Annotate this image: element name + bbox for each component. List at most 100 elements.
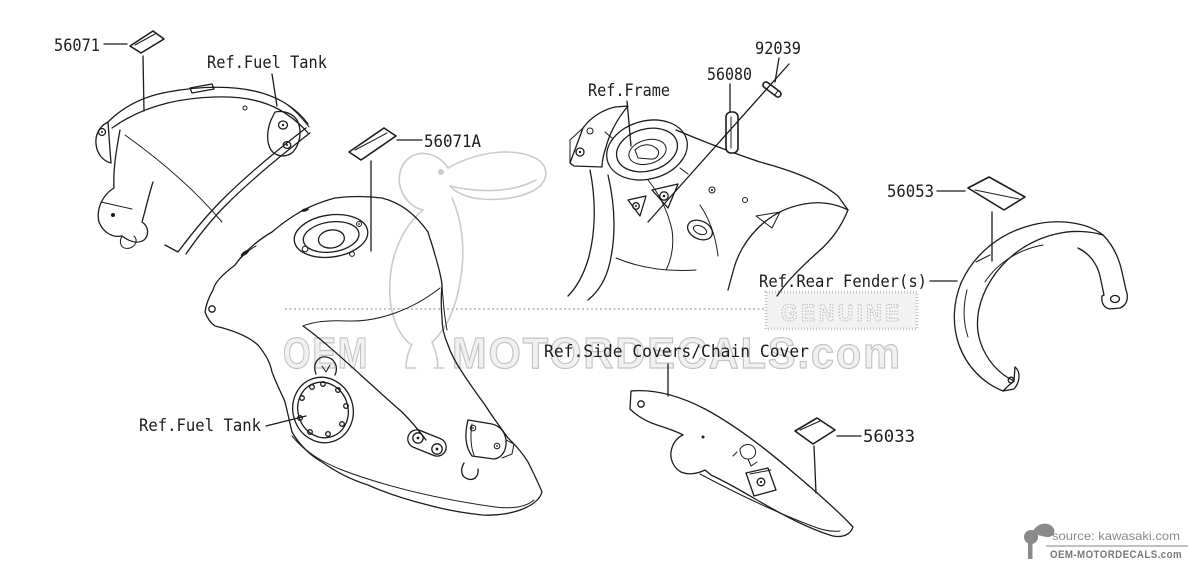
label-part-56053: 56053	[887, 182, 934, 202]
chain-cover-inner-line	[699, 473, 841, 532]
label-part-56033: 56033	[863, 427, 915, 447]
pump-bolt-holes	[297, 381, 349, 437]
tank-channel-bracket	[465, 419, 507, 460]
decal-56033-inner	[799, 420, 821, 431]
cover-leg-toe	[119, 235, 137, 249]
decal-56071a-inner	[354, 132, 388, 151]
fuel-tank-drawing	[204, 195, 543, 516]
source-badge: source: kawasaki.com OEM-MOTORDECALS.com	[1024, 523, 1188, 561]
label-ref-rear-fenders: Ref.Rear Fender(s)	[759, 272, 927, 292]
toucan-body-right	[431, 197, 464, 343]
leader-56033-part	[813, 445, 817, 494]
logo-beak	[1033, 523, 1055, 538]
decal-56033	[794, 417, 836, 445]
cover-right-bracket-dot2	[286, 144, 288, 146]
toucan-legs	[405, 341, 445, 369]
chain-cover-hole	[637, 400, 645, 408]
leader-92039-diagonal	[647, 63, 790, 223]
cover-sweep-inner	[185, 132, 311, 255]
cover-top-tab	[189, 83, 215, 94]
tank-dash1	[240, 249, 250, 257]
frame-right-leg-outer	[776, 209, 849, 297]
channel-hole1	[469, 424, 477, 432]
cover-left-bracket-hole-dot	[101, 131, 103, 133]
frame-wing-hole2	[586, 127, 594, 135]
chain-cover-bracket	[745, 467, 777, 497]
frame-rib1	[647, 179, 674, 271]
fuel-tank-cover-drawing	[95, 83, 311, 255]
cap-bolt3	[349, 251, 355, 257]
fender-inner-arc	[976, 230, 1104, 382]
toucan-beak-line	[449, 179, 537, 192]
head-ring-guide	[634, 144, 659, 160]
frame-boss1	[708, 186, 716, 194]
watermark-text-oem: OEM	[283, 329, 369, 378]
fender-arm-tab-hole	[1109, 294, 1121, 304]
label-ref-fuel-tank-top: Ref.Fuel Tank	[207, 53, 327, 73]
tank-u-clip	[461, 462, 479, 481]
pump-bracket-vee	[321, 364, 331, 373]
frame-top-right-spar	[675, 129, 849, 291]
frame-left-leg-outer	[567, 169, 595, 297]
leader-ref-fuel-tank-bottom	[265, 415, 307, 427]
frame-left-wing	[569, 105, 629, 168]
fender-left-tab	[1002, 366, 1020, 392]
toucan-head	[398, 152, 449, 211]
toucan-beak	[447, 151, 547, 201]
tank-notch-hole	[208, 305, 216, 313]
tank-skirt-line	[291, 435, 535, 509]
oval-bracket-body	[407, 429, 447, 457]
fender-arm-inner	[1077, 247, 1105, 296]
cover-right-bracket-dot1	[281, 123, 285, 127]
fender-arm-outer	[1102, 234, 1127, 291]
genuine-stamp-text: GENUINE	[781, 300, 903, 327]
label-ref-frame: Ref.Frame	[588, 81, 670, 101]
leader-ref-frame	[626, 100, 632, 147]
chain-cover-bracket-dot	[759, 480, 763, 484]
decal-56053-inner	[974, 189, 1020, 200]
chain-cover-clip-legs	[732, 451, 758, 467]
cover-top-edge	[107, 86, 309, 125]
decal-56071a	[348, 127, 397, 161]
frame-cutout2-dot	[635, 205, 637, 207]
cap-bolt1	[301, 245, 309, 253]
fender-left-outer	[953, 282, 1004, 392]
cover-right-bracket-hole2	[282, 140, 292, 150]
oval-bracket-hole1	[412, 432, 424, 444]
watermark-layer: GENUINE OEM MOTORDECALS.com	[282, 151, 919, 379]
toucan-logo-icon	[1024, 523, 1055, 559]
frame-cutout1-dot	[662, 194, 666, 198]
decal-56080	[725, 111, 739, 154]
chain-cover-outline	[629, 390, 854, 538]
fender-detail-arc	[984, 244, 1044, 283]
frame-cutout1-hole	[659, 191, 669, 201]
fender-detail-left	[963, 289, 969, 338]
label-part-56071a: 56071A	[424, 132, 481, 152]
logo-body	[1028, 543, 1033, 559]
head-ring-notches	[604, 131, 689, 175]
labels-layer: 56071 Ref.Fuel Tank 56071A Ref.Frame 560…	[54, 36, 934, 447]
leader-ref-fuel-tank-top	[271, 73, 278, 107]
frame-cutout2-hole	[632, 202, 640, 210]
leader-lines	[103, 43, 993, 494]
pin-92039-collar	[774, 89, 779, 96]
cap-bolt2-dot	[358, 223, 360, 225]
badge-source-text: source: kawasaki.com	[1052, 529, 1180, 543]
cover-leg-dot	[111, 213, 115, 217]
cover-right-bracket-hole1	[277, 120, 289, 130]
cap-inner	[317, 229, 346, 249]
tank-filler-cap	[293, 213, 369, 259]
frame-wing-dot1	[578, 150, 582, 154]
cover-left-bracket	[95, 121, 112, 164]
line-art-layer	[95, 30, 1128, 538]
oval-bracket-dot1	[416, 436, 420, 440]
chain-cover-drawing	[629, 390, 854, 538]
frame-hatch-plate	[755, 211, 781, 229]
badge-site-text: OEM-MOTORDECALS.com	[1050, 549, 1182, 561]
chain-cover-bracket-edge	[749, 469, 772, 475]
decals	[129, 30, 1026, 445]
head-ring-inner	[628, 138, 667, 166]
cover-left-leg	[97, 129, 154, 243]
label-part-56071: 56071	[54, 36, 100, 56]
